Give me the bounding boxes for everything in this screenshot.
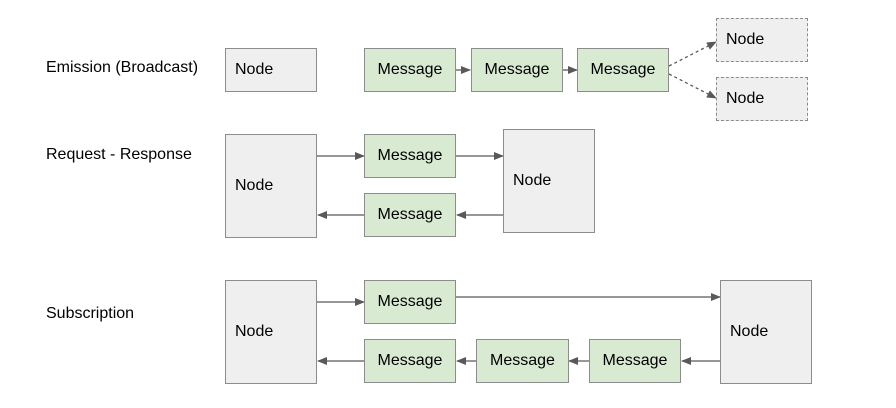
emission-target-node-2: Node	[716, 77, 808, 121]
label-subscription: Subscription	[46, 305, 135, 322]
update-message-3: Message	[589, 339, 681, 383]
update-message-1: Message	[364, 339, 456, 383]
request-node-left: Node	[225, 134, 317, 238]
subscription-node-right: Node	[720, 280, 812, 384]
emission-message-3: Message	[577, 48, 669, 92]
request-message: Message	[364, 134, 456, 178]
label-emission: Emission (Broadcast)	[46, 59, 199, 76]
request-node-right: Node	[503, 129, 595, 233]
arrow-broadcast-upper	[668, 41, 717, 67]
subscription-node-left: Node	[225, 280, 317, 384]
response-message: Message	[364, 193, 456, 237]
label-request-response: Request - Response	[46, 146, 192, 163]
emission-message-2: Message	[471, 48, 563, 92]
update-message-2: Message	[476, 339, 569, 383]
arrow-broadcast-lower	[668, 73, 717, 99]
emission-target-node-1: Node	[716, 18, 808, 62]
subscribe-message: Message	[364, 280, 456, 324]
emission-message-1: Message	[364, 48, 456, 92]
emission-node: Node	[225, 48, 317, 92]
